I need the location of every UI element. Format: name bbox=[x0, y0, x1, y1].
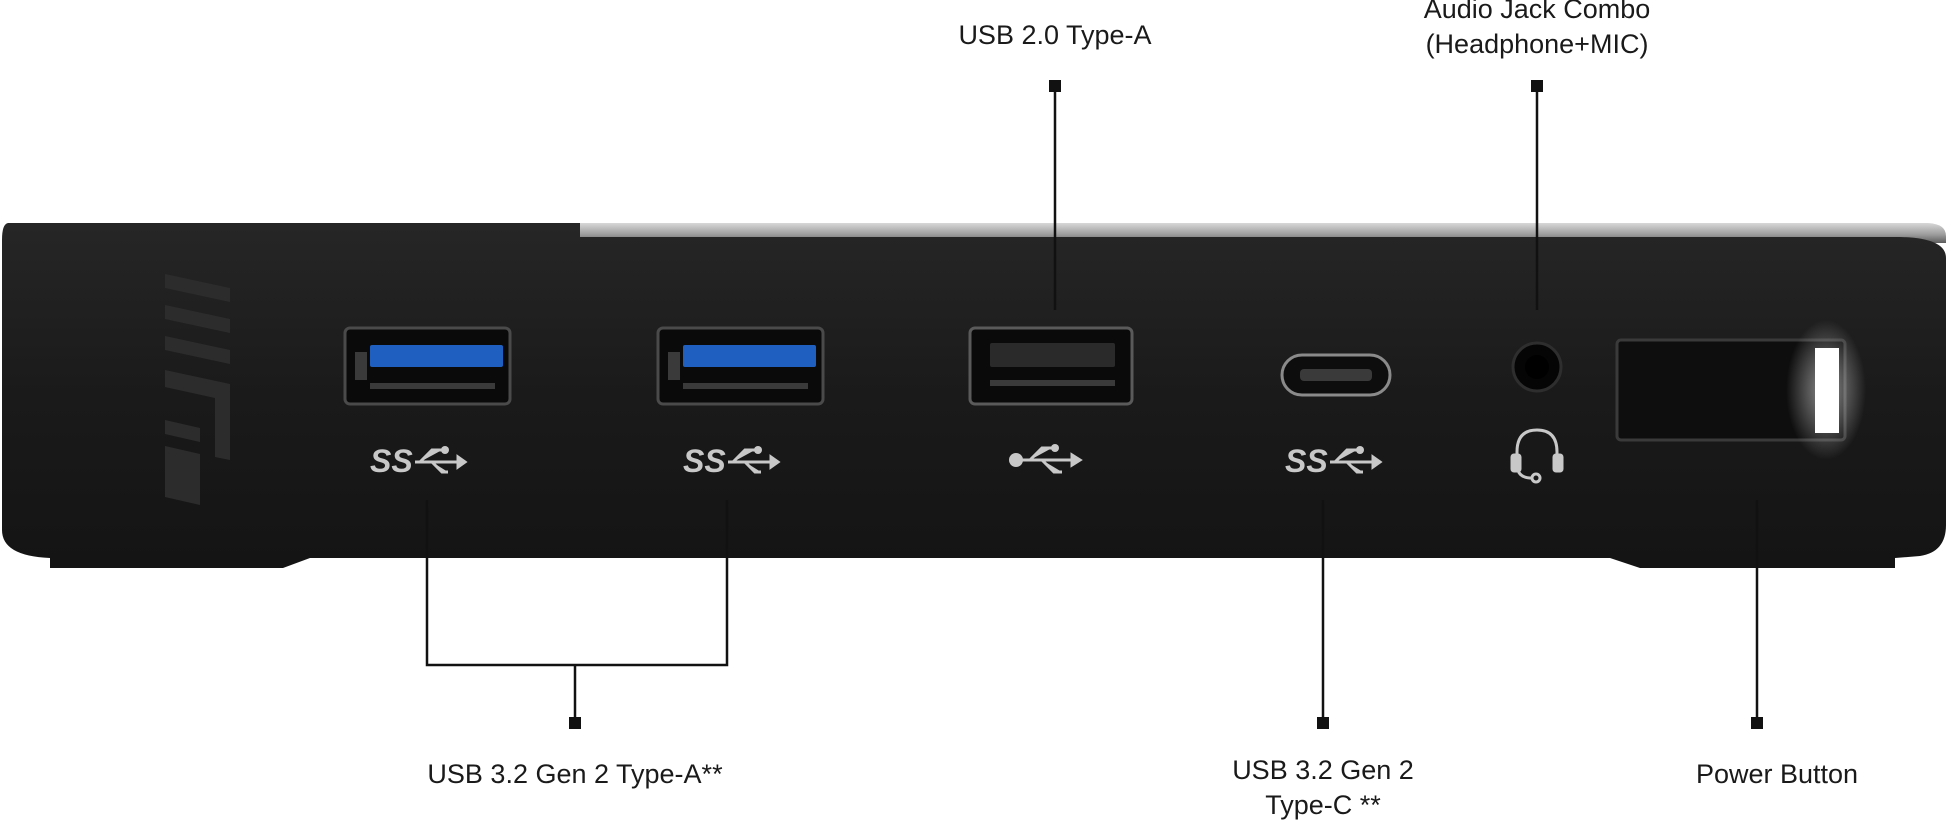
audio-marker bbox=[1531, 80, 1543, 92]
audio-label-line2: (Headphone+MIC) bbox=[1425, 29, 1649, 59]
usb32c-label-line1: USB 3.2 Gen 2 bbox=[1232, 755, 1414, 785]
leader-lines bbox=[425, 86, 1759, 722]
power-light bbox=[1815, 348, 1839, 433]
usb32a-label-text: USB 3.2 Gen 2 Type-A** bbox=[427, 759, 723, 789]
usb32a-label: USB 3.2 Gen 2 Type-A** bbox=[395, 757, 755, 792]
svg-text:SS: SS bbox=[1285, 443, 1328, 479]
audio-jack bbox=[1511, 341, 1563, 393]
usb32a-port-1 bbox=[343, 326, 512, 406]
power-label-text: Power Button bbox=[1695, 759, 1859, 789]
power-marker bbox=[1751, 717, 1763, 729]
audio-jack-label: Audio Jack Combo (Headphone+MIC) bbox=[1387, 0, 1687, 62]
usb32c-marker bbox=[1317, 717, 1329, 729]
usb2-marker bbox=[1049, 80, 1061, 92]
usb32c-port bbox=[1280, 353, 1392, 397]
usb32c-label: USB 3.2 Gen 2 Type-C ** bbox=[1203, 753, 1443, 823]
superspeed-usb-icon: SS bbox=[683, 443, 781, 479]
usb2-label-text: USB 2.0 Type-A bbox=[958, 20, 1152, 50]
usb-icon bbox=[1009, 444, 1083, 474]
usb32c-label-line2: Type-C ** bbox=[1265, 790, 1381, 820]
svg-text:SS: SS bbox=[370, 443, 413, 479]
audio-label-line1: Audio Jack Combo bbox=[1423, 0, 1651, 24]
usb2-label: USB 2.0 Type-A bbox=[935, 18, 1175, 53]
usb32a-port-2 bbox=[656, 326, 825, 406]
usb2-port bbox=[968, 326, 1134, 406]
msi-logo bbox=[165, 274, 230, 505]
superspeed-usb-icon: SS bbox=[1285, 443, 1383, 479]
headset-icon bbox=[1510, 428, 1564, 484]
leader-markers bbox=[569, 80, 1763, 729]
power-button bbox=[1615, 320, 1866, 460]
usb32a-leader-line bbox=[425, 500, 729, 667]
usb32a-marker bbox=[569, 717, 581, 729]
svg-text:SS: SS bbox=[683, 443, 726, 479]
power-button-label: Power Button bbox=[1657, 757, 1897, 792]
superspeed-usb-icon: SS bbox=[370, 443, 468, 479]
